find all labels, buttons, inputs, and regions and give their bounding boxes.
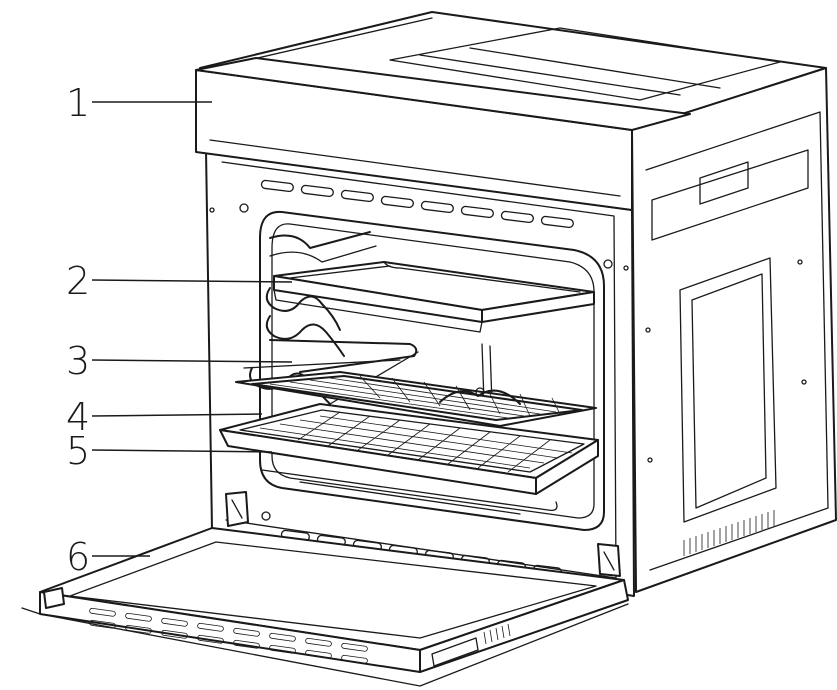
callout-leader-lines	[91, 101, 293, 557]
cabinet-side	[631, 67, 837, 593]
wire-shelf	[235, 371, 597, 427]
callout-number-6: 6	[66, 535, 91, 579]
callout-number-2: 2	[66, 259, 91, 303]
upper-rack-supports	[269, 231, 377, 263]
callout-number-3: 3	[66, 339, 91, 383]
top-vent-slots	[260, 179, 574, 229]
control-panel	[195, 57, 691, 211]
door-vent-slots	[89, 607, 368, 664]
deep-tray	[219, 403, 599, 515]
callout-number-1: 1	[66, 81, 91, 125]
callout-number-4: 4	[66, 395, 91, 439]
callout-number-5: 5	[66, 429, 91, 473]
door-side-slots	[483, 623, 511, 645]
wire-shelf-grid	[269, 375, 561, 419]
oven-door	[21, 527, 629, 687]
deep-tray-grid	[259, 411, 573, 473]
baking-tray	[273, 261, 595, 333]
side-vent-slots	[683, 510, 775, 556]
door-hinges	[225, 491, 621, 577]
